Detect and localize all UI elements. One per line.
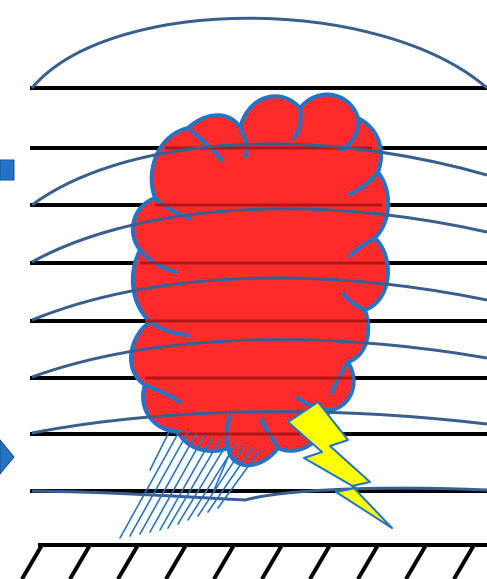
wave-line-1: [32, 18, 487, 88]
lightning-bolt-icon: [288, 402, 392, 528]
arrow-marker-icon: [0, 440, 14, 474]
square-marker-icon: [0, 160, 14, 180]
ground-hatching-icon: [22, 545, 474, 579]
